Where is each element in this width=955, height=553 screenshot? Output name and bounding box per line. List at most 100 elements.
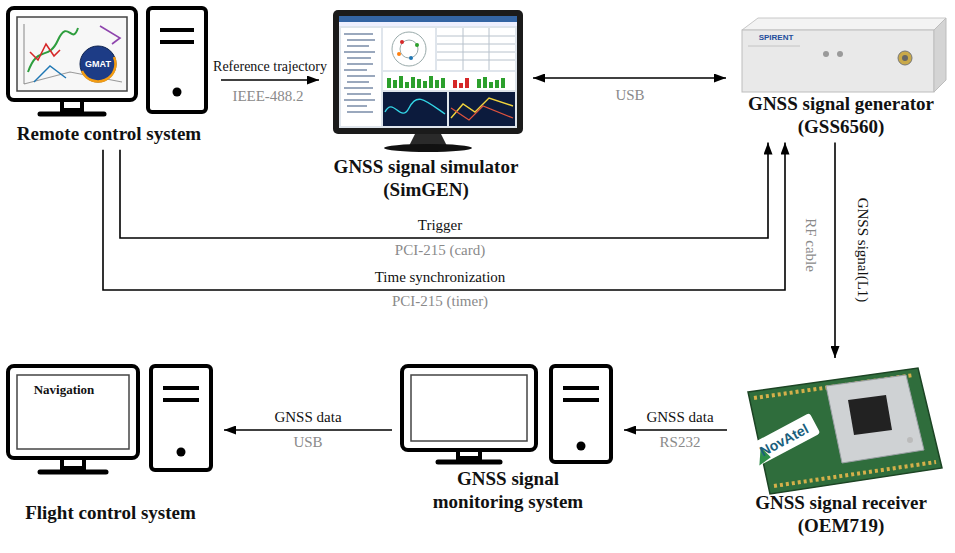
computer-illustration — [8, 8, 136, 100]
label-holder: IEEE-488.2 — [232, 88, 303, 105]
computer-illustration — [17, 375, 129, 449]
signal-arrow — [624, 429, 727, 431]
node-caption: GNSS signal monitoring system — [418, 468, 598, 514]
simulator-screen-illustration — [383, 72, 515, 90]
computer-illustration — [148, 8, 206, 112]
simulator-screen-illustration — [333, 10, 523, 134]
simulator-screen-illustration — [400, 40, 418, 58]
simulator-screen-illustration — [397, 52, 401, 56]
interface-label: IEEE-488.2 — [232, 88, 303, 105]
computer-illustration — [17, 17, 127, 91]
simulator-screen-illustration — [392, 32, 426, 66]
simulator-screen-illustration — [455, 78, 467, 88]
edge-label: USB — [615, 87, 644, 104]
receiver-board-illustration — [848, 395, 892, 435]
computer-illustration — [8, 8, 206, 114]
computer-illustration — [30, 44, 60, 60]
computer-illustration — [551, 366, 611, 462]
simulator-screen-illustration — [339, 22, 517, 26]
computer-illustration — [151, 366, 211, 470]
signal-generator-illustration — [823, 51, 829, 57]
interface-label: USB — [293, 434, 322, 451]
edge-label: Time synchronization — [375, 269, 506, 286]
receiver-board-illustration — [744, 368, 942, 494]
signal-arrow — [224, 429, 392, 431]
computer-illustration — [438, 460, 500, 465]
signal-arrow — [533, 77, 726, 79]
receiver-board-illustration — [907, 437, 913, 443]
node-caption: GNSS signal receiver (OEM719) — [732, 492, 950, 538]
computer-node: GNSS signal monitoring system — [398, 362, 618, 514]
signal-generator-illustration — [742, 30, 934, 92]
signal-arrow — [834, 143, 836, 358]
node-caption: GNSS signal simulator (SimGEN) — [325, 156, 527, 202]
simulator-screen-illustration — [479, 77, 503, 88]
illustration-space — [732, 362, 950, 492]
computer-illustration — [402, 366, 611, 462]
signal-generator-illustration — [898, 51, 912, 65]
simulator-screen-illustration — [344, 34, 375, 112]
label-holder: USB — [293, 434, 322, 451]
signal-arrow — [221, 79, 319, 81]
computer-illustration — [177, 448, 186, 457]
signal-arrow — [103, 143, 785, 290]
signal-generator-illustration — [837, 51, 843, 57]
receiver-board-illustration — [774, 462, 936, 486]
computer-illustration — [82, 57, 115, 81]
computer-illustration — [28, 28, 78, 72]
logo-text: GMAT — [85, 59, 111, 69]
simulator-screen-illustration — [389, 76, 443, 88]
signal-arrow — [120, 143, 768, 238]
simulator-screen-illustration — [341, 28, 381, 126]
interface-label: PCI-215 (timer) — [392, 293, 488, 310]
edge-label: GNSS signal(L1) — [853, 198, 870, 303]
simulator-screen-illustration — [437, 28, 515, 70]
receiver-board-illustration — [826, 375, 924, 463]
signal-generator-illustration — [742, 18, 946, 30]
computer-illustration — [40, 470, 106, 475]
edge-label-holder: Reference trajectory — [213, 59, 327, 75]
simulator-screen-illustration — [451, 106, 513, 120]
edge-label-holder: USB — [615, 87, 644, 104]
computer-illustration — [563, 388, 599, 400]
label-holder: RS232 — [660, 434, 701, 451]
label-holder: SPIRENT — [759, 33, 794, 42]
computer-illustration — [34, 66, 66, 82]
simulator-screen-illustration — [409, 56, 413, 60]
signal-generator-illustration — [934, 18, 946, 92]
computer-illustration — [24, 24, 122, 84]
simulator-screen-illustration — [384, 144, 472, 152]
illustration-space — [398, 362, 618, 468]
simulator-screen-illustration — [385, 99, 445, 114]
label-holder: RF cable — [801, 218, 818, 272]
computer-illustration — [411, 375, 527, 441]
edge-label-holder: GNSS signal(L1) — [853, 198, 870, 303]
computer-illustration — [100, 26, 120, 44]
computer-illustration — [8, 366, 211, 472]
label-holder: PCI-215 (card) — [395, 242, 485, 259]
edge-label-holder: Time synchronization — [375, 269, 506, 286]
label-holder: GMAT — [85, 59, 111, 69]
edge-label: Trigger — [418, 217, 462, 234]
interface-label: RS232 — [660, 434, 701, 451]
computer-node: Remote control system — [3, 5, 215, 146]
edge-label-holder: GNSS data — [646, 409, 713, 426]
edge-label-holder: GNSS data — [274, 409, 341, 426]
label-holder: Navigation — [34, 383, 95, 398]
node-caption: Flight control system — [25, 502, 196, 525]
simulator-screen-illustration — [415, 43, 419, 47]
receiver-board-illustration — [744, 413, 820, 468]
connector-group — [103, 78, 835, 430]
simulator-node: GNSS signal simulator (SimGEN) — [325, 8, 527, 202]
illustration-space — [325, 8, 527, 156]
simulator-screen-illustration — [451, 98, 513, 118]
computer-illustration — [40, 112, 104, 117]
edge-label: Reference trajectory — [213, 59, 327, 75]
simulator-screen-illustration — [400, 40, 404, 44]
computer-illustration — [80, 46, 116, 82]
signal-generator-illustration — [902, 55, 908, 61]
computer-illustration — [402, 366, 536, 450]
signal-generator-illustration — [748, 46, 800, 47]
computer-illustration — [8, 366, 138, 458]
